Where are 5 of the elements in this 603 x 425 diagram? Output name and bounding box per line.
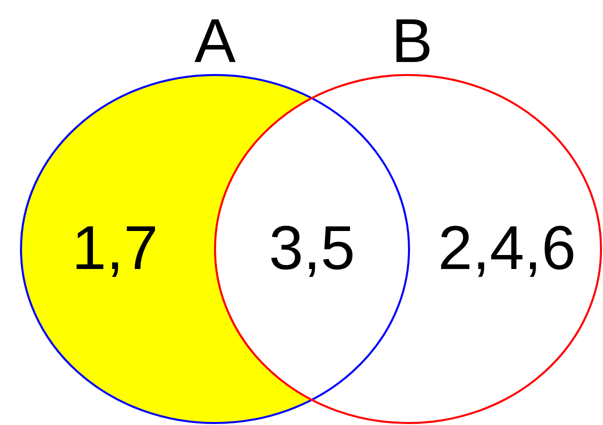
set-members: 2,4,6 [438,218,576,280]
set-members: 1,7 [72,218,158,280]
set-name: B [391,11,433,73]
set-name: A [194,11,236,73]
intersection-members: 3,5 [268,218,356,280]
